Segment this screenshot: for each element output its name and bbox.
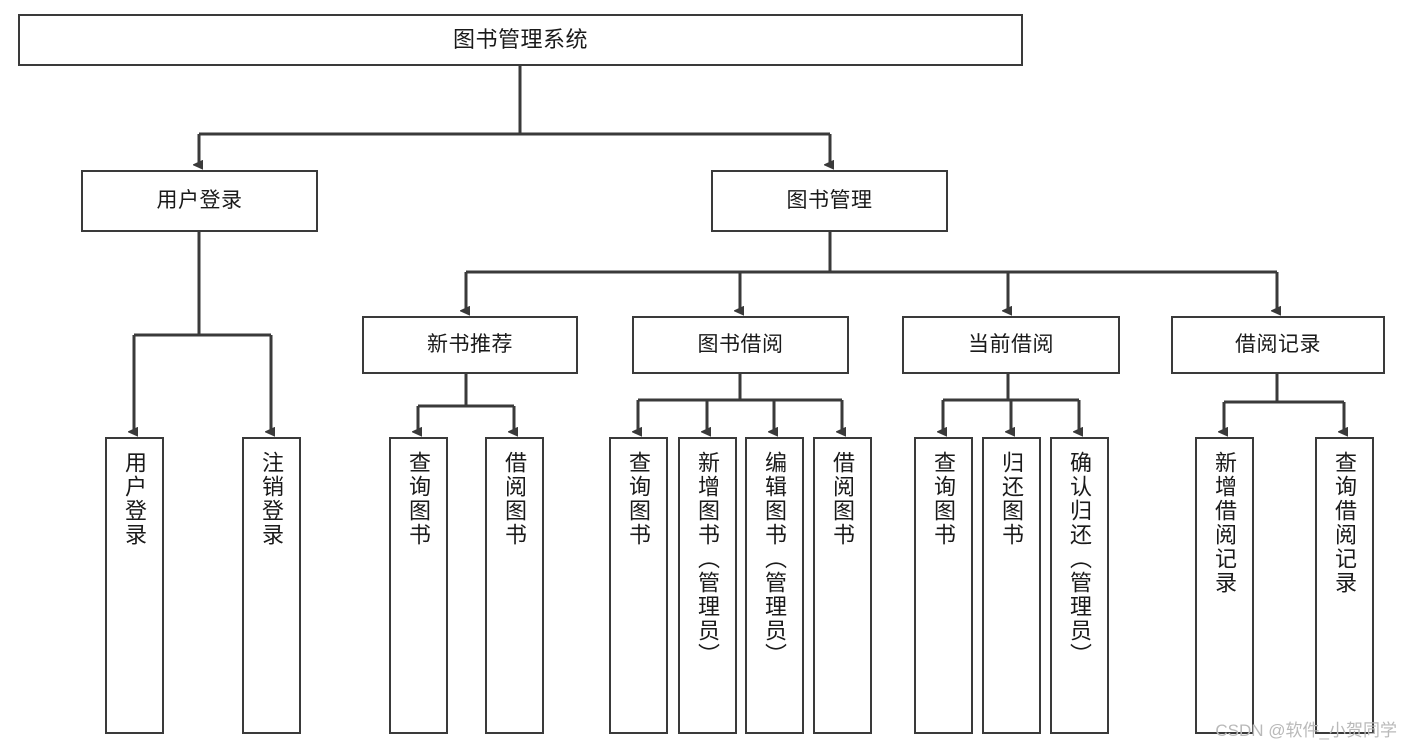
node-leaf-query-book-3[interactable]: 查询图书 <box>914 437 973 734</box>
node-leaf-add-borrow-record-label: 新增借阅记录 <box>1212 451 1238 595</box>
node-current-borrow[interactable]: 当前借阅 <box>902 316 1120 374</box>
node-leaf-confirm-return-admin-label: 确认归还（管理员） <box>1067 451 1093 667</box>
watermark-text: CSDN @软件_小贺同学 <box>1215 721 1397 740</box>
node-new-book-recommend-label: 新书推荐 <box>427 332 513 356</box>
node-leaf-confirm-return-admin[interactable]: 确认归还（管理员） <box>1050 437 1109 734</box>
node-leaf-add-book-admin-label: 新增图书（管理员） <box>695 451 721 667</box>
node-leaf-return-book[interactable]: 归还图书 <box>982 437 1041 734</box>
node-borrow-record-label: 借阅记录 <box>1235 332 1321 356</box>
node-root-label: 图书管理系统 <box>452 27 588 53</box>
node-leaf-borrow-book-2[interactable]: 借阅图书 <box>813 437 872 734</box>
node-leaf-borrow-book-2-label: 借阅图书 <box>830 451 856 547</box>
node-leaf-query-book-3-label: 查询图书 <box>931 451 957 547</box>
node-leaf-logout-login-label: 注销登录 <box>259 451 285 547</box>
node-book-management[interactable]: 图书管理 <box>711 170 948 232</box>
node-leaf-add-book-admin[interactable]: 新增图书（管理员） <box>678 437 737 734</box>
node-book-management-label: 图书管理 <box>786 188 873 212</box>
node-leaf-edit-book-admin-label: 编辑图书（管理员） <box>762 451 788 667</box>
node-leaf-query-borrow-record[interactable]: 查询借阅记录 <box>1315 437 1374 734</box>
node-leaf-query-book-2[interactable]: 查询图书 <box>609 437 668 734</box>
node-leaf-user-login[interactable]: 用户登录 <box>105 437 164 734</box>
node-leaf-add-borrow-record[interactable]: 新增借阅记录 <box>1195 437 1254 734</box>
node-leaf-user-login-label: 用户登录 <box>122 451 148 547</box>
node-leaf-query-book-1[interactable]: 查询图书 <box>389 437 448 734</box>
node-user-login-label: 用户登录 <box>156 188 243 212</box>
node-leaf-borrow-book-1-label: 借阅图书 <box>502 451 528 547</box>
node-borrow-record[interactable]: 借阅记录 <box>1171 316 1385 374</box>
node-user-login[interactable]: 用户登录 <box>81 170 318 232</box>
node-leaf-borrow-book-1[interactable]: 借阅图书 <box>485 437 544 734</box>
node-leaf-query-book-1-label: 查询图书 <box>406 451 432 547</box>
node-current-borrow-label: 当前借阅 <box>968 332 1054 356</box>
node-leaf-edit-book-admin[interactable]: 编辑图书（管理员） <box>745 437 804 734</box>
node-leaf-query-book-2-label: 查询图书 <box>626 451 652 547</box>
node-root[interactable]: 图书管理系统 <box>18 14 1023 66</box>
node-leaf-query-borrow-record-label: 查询借阅记录 <box>1332 451 1358 595</box>
node-new-book-recommend[interactable]: 新书推荐 <box>362 316 578 374</box>
node-book-borrow[interactable]: 图书借阅 <box>632 316 849 374</box>
node-leaf-logout-login[interactable]: 注销登录 <box>242 437 301 734</box>
node-book-borrow-label: 图书借阅 <box>697 332 784 356</box>
node-leaf-return-book-label: 归还图书 <box>999 451 1025 547</box>
